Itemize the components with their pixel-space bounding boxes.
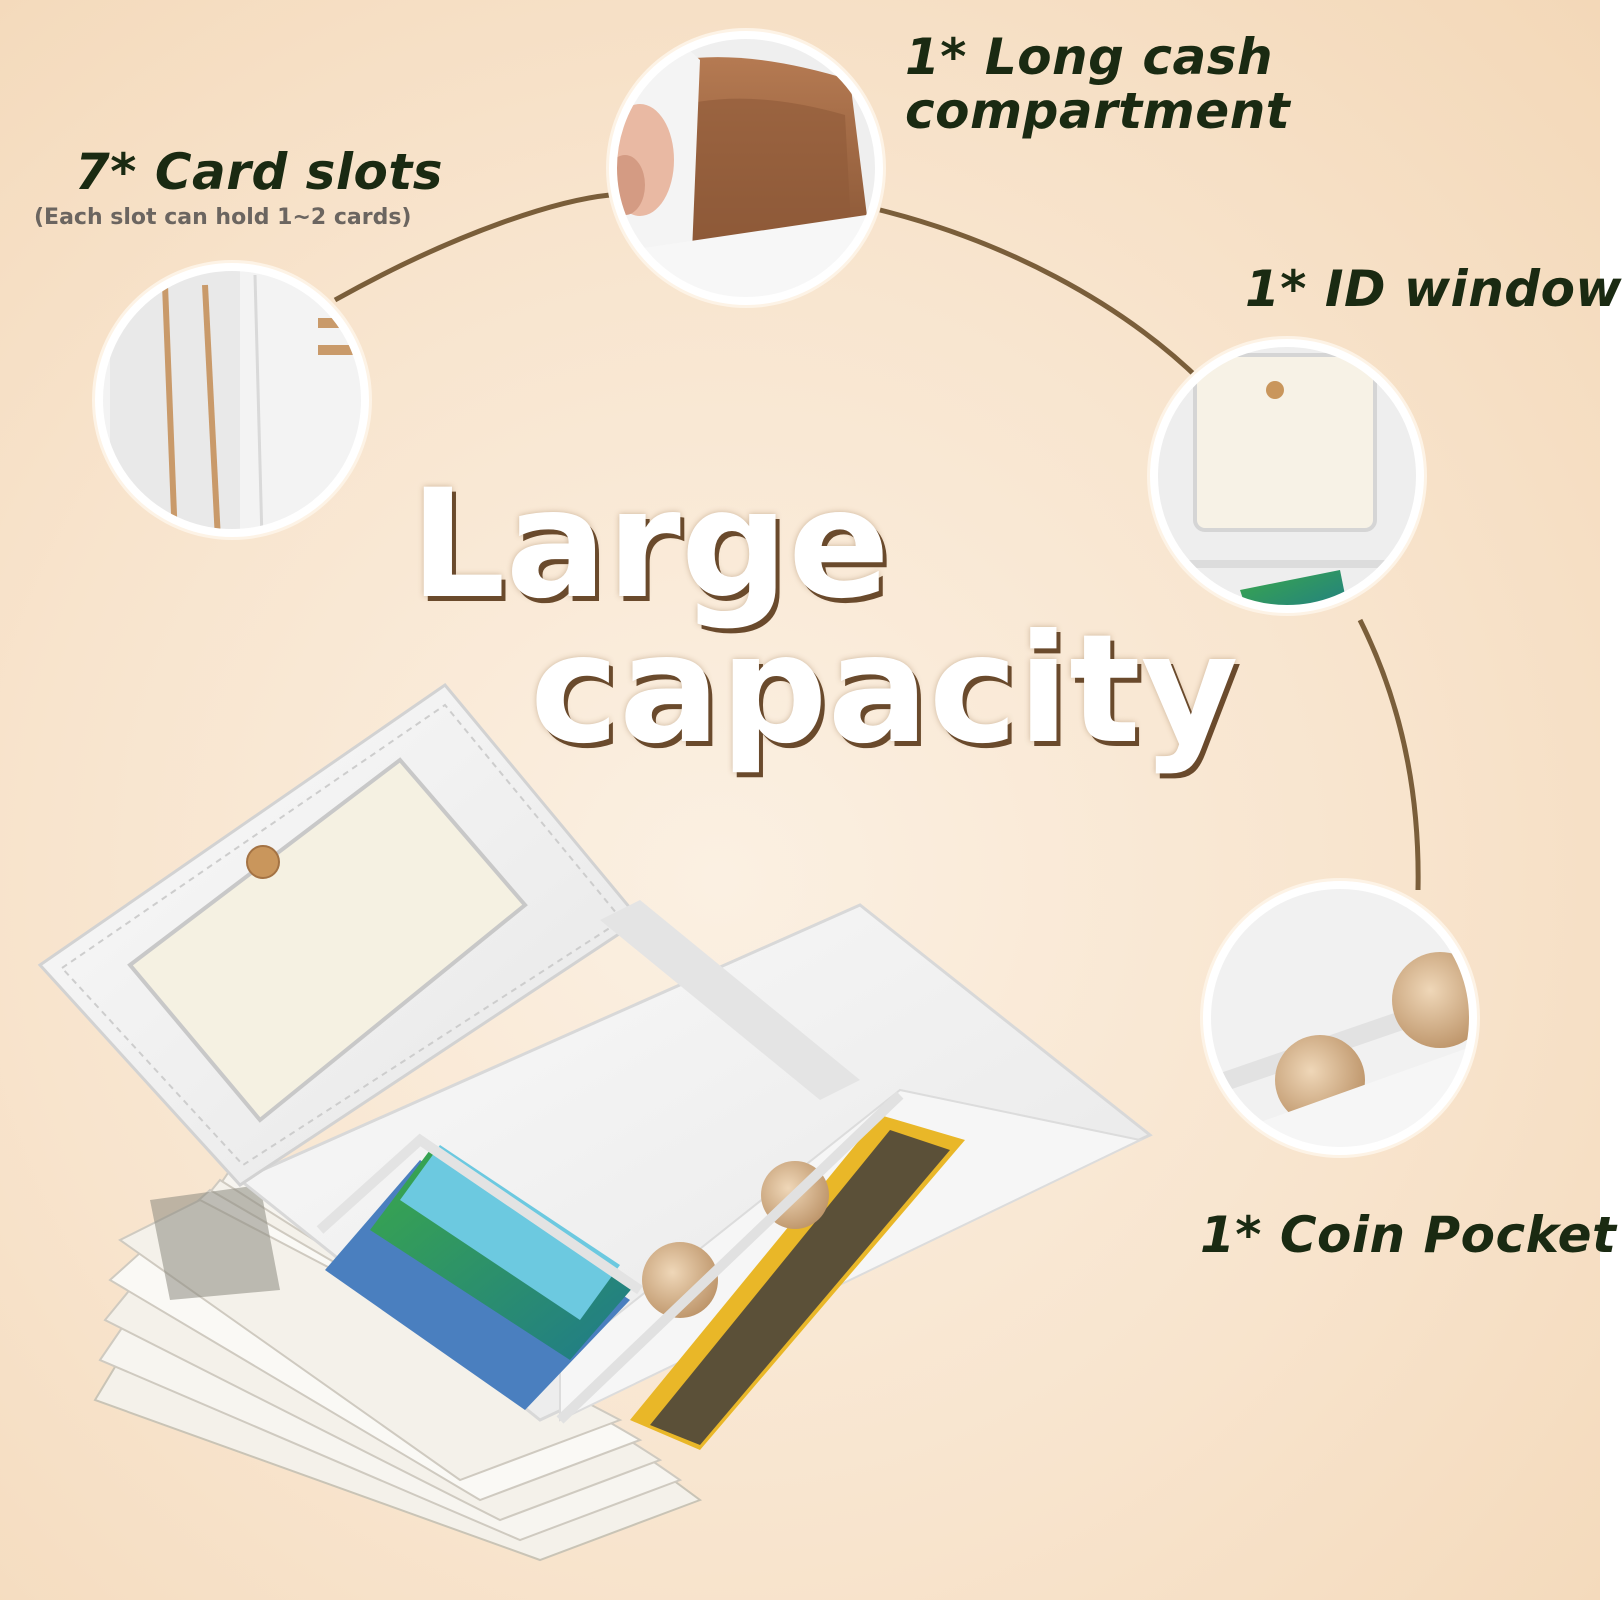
- card-slots-note: (Each slot can hold 1~2 cards): [34, 205, 412, 230]
- id-window-photo: [1147, 336, 1427, 616]
- coin-pocket-label: 1* Coin Pocket: [1200, 1206, 1617, 1264]
- headline-line2: capacity: [530, 603, 1239, 777]
- card-slots-label: 7* Card slots: [75, 143, 444, 201]
- cash-compartment-label-line2: compartment: [905, 82, 1291, 140]
- id-window-pane: [127, 757, 528, 1123]
- cash-compartment-label: 1* Long cash compartment: [905, 30, 1290, 138]
- feature-arc: [879, 207, 1207, 387]
- feature-arc: [333, 192, 611, 303]
- cash-bills: [93, 1158, 703, 1562]
- wallet-illustration: [37, 682, 1153, 1562]
- cards: [325, 1115, 965, 1450]
- coin-pocket-photo: [1200, 878, 1480, 1158]
- headline-line1: Large: [410, 458, 890, 632]
- cash-compartment-photo: [606, 28, 886, 308]
- card-slots-photo: [92, 260, 372, 540]
- id-window-label: 1* ID window: [1245, 260, 1622, 318]
- feature-arc: [1357, 618, 1421, 891]
- cash-compartment-label-line1: 1* Long cash: [905, 28, 1274, 86]
